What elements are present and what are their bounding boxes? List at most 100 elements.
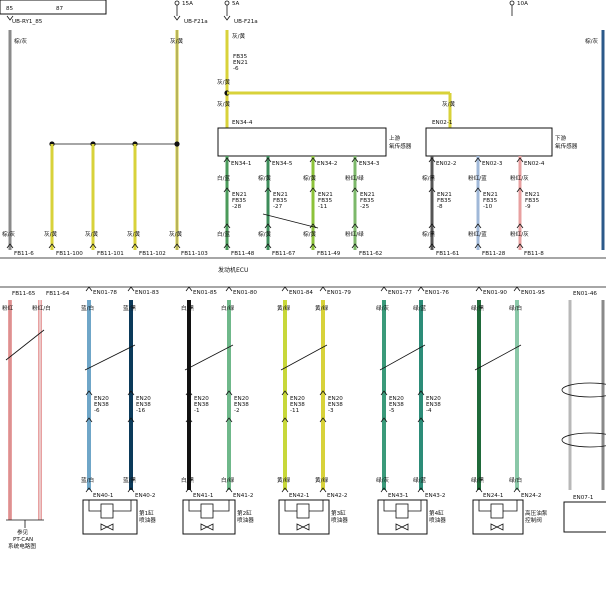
upstream-pin-label: EN34-1	[231, 161, 252, 167]
ecu-label: 发动机ECU	[218, 266, 248, 274]
left-wire-color: 棕/灰	[2, 230, 15, 238]
injector-wire-color: 绿/蓝	[413, 304, 426, 312]
downstream-wire-color: 粉红/蓝	[468, 230, 487, 238]
injector-splice-label: EN20	[94, 396, 109, 402]
upstream-wire-color: 棕/黄	[258, 174, 271, 182]
left-fb-label: FB11-103	[181, 251, 208, 257]
downstream-wire-color: 棕/黑	[422, 230, 435, 238]
injectors: EN01-78蓝/白EN20EN38-6蓝/白EN40-1EN01-83蓝/黑E…	[81, 286, 548, 535]
injector-pin-label: EN01-78	[93, 290, 117, 296]
upstream-sensor-label-1: 上游	[389, 134, 401, 142]
last-conn: EN07-1	[573, 495, 594, 501]
injector-pin-label: EN01-95	[521, 290, 545, 296]
upstream-wire-color: 棕/黄	[303, 230, 316, 238]
injector-wire-color: 黄/绿	[277, 476, 290, 484]
injector-splice-label: EN38	[290, 402, 305, 408]
injector-name-1: 高压油泵	[525, 509, 548, 517]
injector-splice-label: -4	[426, 408, 432, 414]
upstream-splice-label: EN21	[273, 192, 288, 198]
injector-splice-label: EN38	[234, 402, 249, 408]
injector-splice-label: EN38	[426, 402, 441, 408]
injector-wire-color: 白/绿	[221, 304, 234, 312]
injector-conn-label: EN24-1	[483, 493, 504, 499]
injector-name-2: 喷油器	[331, 516, 348, 524]
fuse-node-1	[174, 0, 180, 6]
downstream-fb-label: FB11-28	[482, 251, 506, 257]
injector-wire-color: 黄/绿	[315, 304, 328, 312]
injector-name-1: 第3缸	[331, 509, 346, 517]
left-fb-labels: 棕/灰FB11-6灰/黄FB11-100灰/黄FB11-101灰/黄FB11-1…	[2, 230, 208, 257]
injector-name-1: 第4缸	[429, 509, 444, 517]
injector-wire-color: 绿/黑	[471, 304, 484, 312]
injector-wire-color: 绿/灰	[376, 476, 389, 484]
injector-splice-label: EN20	[389, 396, 404, 402]
injector-splice-label: EN38	[389, 402, 404, 408]
injector-wire-color: 蓝/黑	[123, 304, 136, 312]
injector-conn-label: EN43-1	[388, 493, 409, 499]
injector-pin-label: EN01-77	[388, 290, 412, 296]
downstream-sensor-label-2: 氧传感器	[555, 142, 578, 150]
fb35-line2: EN21	[233, 60, 248, 66]
injector-wire-color: 绿/白	[509, 304, 522, 312]
ptcan-color-2: 粉红/白	[32, 304, 51, 312]
injector-conn-label: EN42-2	[327, 493, 347, 499]
injector-wire-color: 白/黑	[181, 476, 194, 484]
fb35-line3: -6	[233, 66, 239, 72]
injector-conn-label: EN42-1	[289, 493, 310, 499]
wire-label-feed-2: 灰/黄	[217, 78, 230, 86]
upstream-pin-label: EN34-2	[317, 161, 337, 167]
injector-name-2: 喷油器	[237, 516, 254, 524]
injector-splice-label: -3	[328, 408, 334, 414]
relay-pin-85: 85	[6, 6, 14, 12]
upstream-pin-label: EN34-3	[359, 161, 380, 167]
injector-wire-color: 白/绿	[221, 476, 234, 484]
ub-label-f21a-2: UB-F21a	[234, 19, 258, 25]
left-wire-color: 灰/黄	[127, 230, 140, 238]
upstream-pin-label: EN34-5	[272, 161, 293, 167]
upstream-splice-label: FB35	[360, 198, 375, 204]
upstream-splice-label: FB35	[318, 198, 333, 204]
injector-pin-label: EN01-85	[193, 290, 217, 296]
upstream-splice-label: EN21	[318, 192, 333, 198]
fuse-label-1: 15A	[182, 1, 193, 7]
wire-label-feed: 灰/黄	[232, 32, 245, 40]
injector-pin-label: EN01-90	[483, 290, 507, 296]
injector-pin-label: EN01-84	[289, 290, 313, 296]
downstream-wire-color: 粉红/灰	[510, 230, 529, 238]
last-component	[563, 501, 606, 533]
downstream-pin-label: EN02-4	[524, 161, 545, 167]
fb35-line1: FB35	[233, 54, 248, 60]
injector-splice-label: EN20	[290, 396, 305, 402]
downstream-splice-label: FB35	[437, 198, 452, 204]
upstream-wire-color: 棕/黄	[303, 174, 316, 182]
injector-conn-label: EN40-2	[135, 493, 155, 499]
downstream-fb-label: FB11-8	[524, 251, 544, 257]
downstream-pins: EN02-2棕/黑EN21FB35-8棕/黑FB11-61EN02-3粉红/蓝E…	[422, 156, 545, 257]
injector-name-2: 喷油器	[139, 516, 156, 524]
injector-box	[472, 499, 524, 535]
injector-pin-label: EN01-76	[425, 290, 449, 296]
injector-name-1: 第2缸	[237, 509, 252, 517]
downstream-wire-color: 粉红/灰	[510, 174, 529, 182]
downstream-sensor-label-1: 下游	[555, 134, 567, 142]
upstream-o2-sensor	[217, 127, 387, 157]
injector-splice-label: EN38	[94, 402, 109, 408]
upstream-wire-color: 粉红/绿	[345, 174, 364, 182]
injector-splice-label: EN20	[136, 396, 151, 402]
wire-label-main: 灰/黄	[170, 37, 183, 45]
ptcan-pin-1: FB11-65	[12, 291, 36, 297]
injector-splice-label: -2	[234, 408, 240, 414]
injector-splice-label: -5	[389, 408, 395, 414]
relay-pin-87: 87	[56, 6, 64, 12]
injector-box	[182, 499, 236, 535]
injector-wire-color: 白/黑	[181, 304, 194, 312]
relay-box	[0, 0, 107, 15]
injector-name-2: 喷油器	[429, 516, 446, 524]
injector-conn-label: EN41-2	[233, 493, 253, 499]
downstream-o2-sensor	[425, 127, 553, 157]
injector-wire-color: 蓝/黑	[123, 476, 136, 484]
ub-label-f21a-1: UB-F21a	[184, 19, 208, 25]
upstream-splice-label: FB35	[273, 198, 288, 204]
upstream-splice-label: -11	[318, 204, 328, 210]
